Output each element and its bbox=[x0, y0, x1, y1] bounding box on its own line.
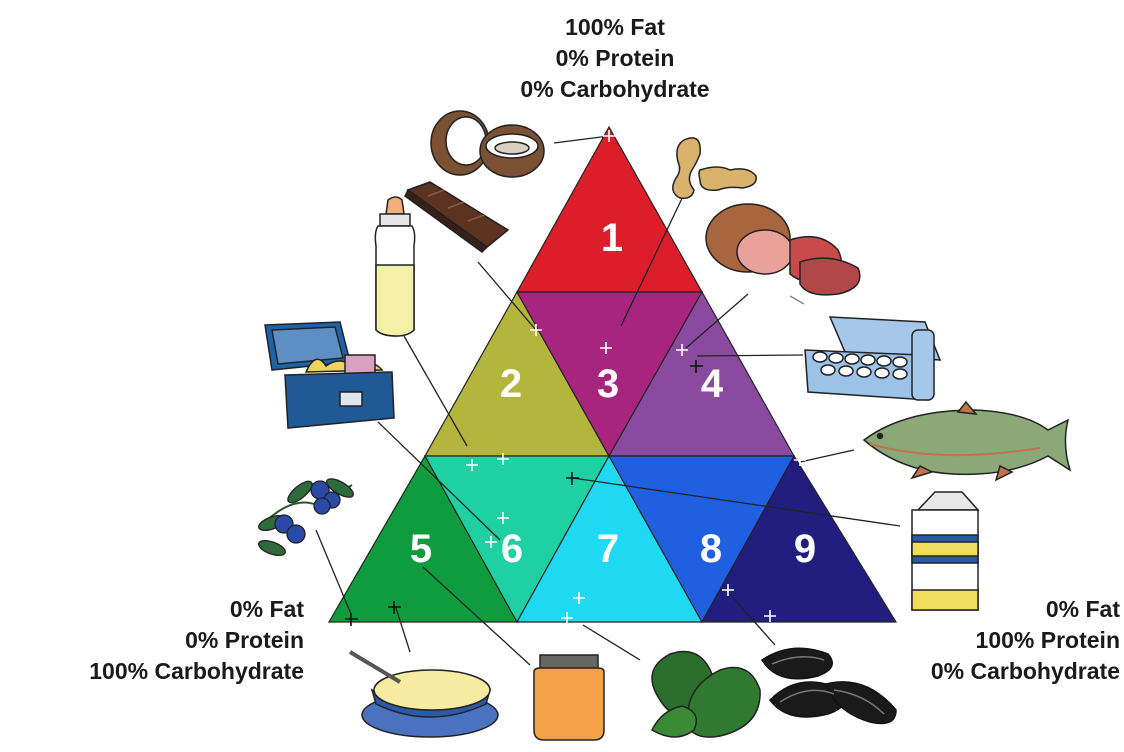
coconut-icon bbox=[431, 111, 544, 177]
ham-steak-icon bbox=[706, 204, 860, 304]
egg-carton-icon bbox=[805, 317, 940, 400]
region-7-label: 7 bbox=[597, 527, 619, 571]
corner-label-protein: 0% Fat 100% Protein 0% Carbohydrate bbox=[900, 594, 1120, 687]
milk-bottle-icon bbox=[375, 197, 414, 336]
peanut-icon bbox=[673, 138, 756, 198]
region-5-label: 5 bbox=[410, 527, 432, 571]
chocolate-bar-icon bbox=[405, 182, 508, 252]
corner-label-fat: 100% Fat 0% Protein 0% Carbohydrate bbox=[460, 12, 770, 105]
cereal-bowl-icon bbox=[350, 652, 498, 737]
corner-right-protein: 100% Protein bbox=[900, 625, 1120, 656]
region-1 bbox=[517, 127, 702, 292]
corner-label-carbohydrate: 0% Fat 0% Protein 100% Carbohydrate bbox=[0, 594, 304, 687]
region-6-label: 6 bbox=[501, 527, 523, 571]
corner-top-fat: 100% Fat bbox=[460, 12, 770, 43]
spinach-icon bbox=[652, 652, 760, 738]
corner-top-carb: 0% Carbohydrate bbox=[460, 74, 770, 105]
blueberry-icon bbox=[257, 475, 356, 558]
region-3-label: 3 bbox=[597, 362, 619, 406]
region-2-label: 2 bbox=[500, 362, 522, 406]
corner-right-carb: 0% Carbohydrate bbox=[900, 656, 1120, 687]
corner-left-fat: 0% Fat bbox=[0, 594, 304, 625]
region-8-label: 8 bbox=[700, 527, 722, 571]
honey-jar-icon bbox=[534, 655, 604, 740]
corner-left-carb: 100% Carbohydrate bbox=[0, 656, 304, 687]
corner-right-fat: 0% Fat bbox=[900, 594, 1120, 625]
corner-left-protein: 0% Protein bbox=[0, 625, 304, 656]
trout-fish-icon bbox=[864, 402, 1070, 480]
corner-top-protein: 0% Protein bbox=[460, 43, 770, 74]
milk-carton-icon bbox=[912, 492, 978, 610]
region-9-label: 9 bbox=[794, 527, 816, 571]
lunchbox-icon bbox=[265, 322, 394, 428]
region-1-label: 1 bbox=[601, 216, 623, 260]
mussels-icon bbox=[762, 648, 896, 723]
region-4-label: 4 bbox=[701, 362, 724, 406]
